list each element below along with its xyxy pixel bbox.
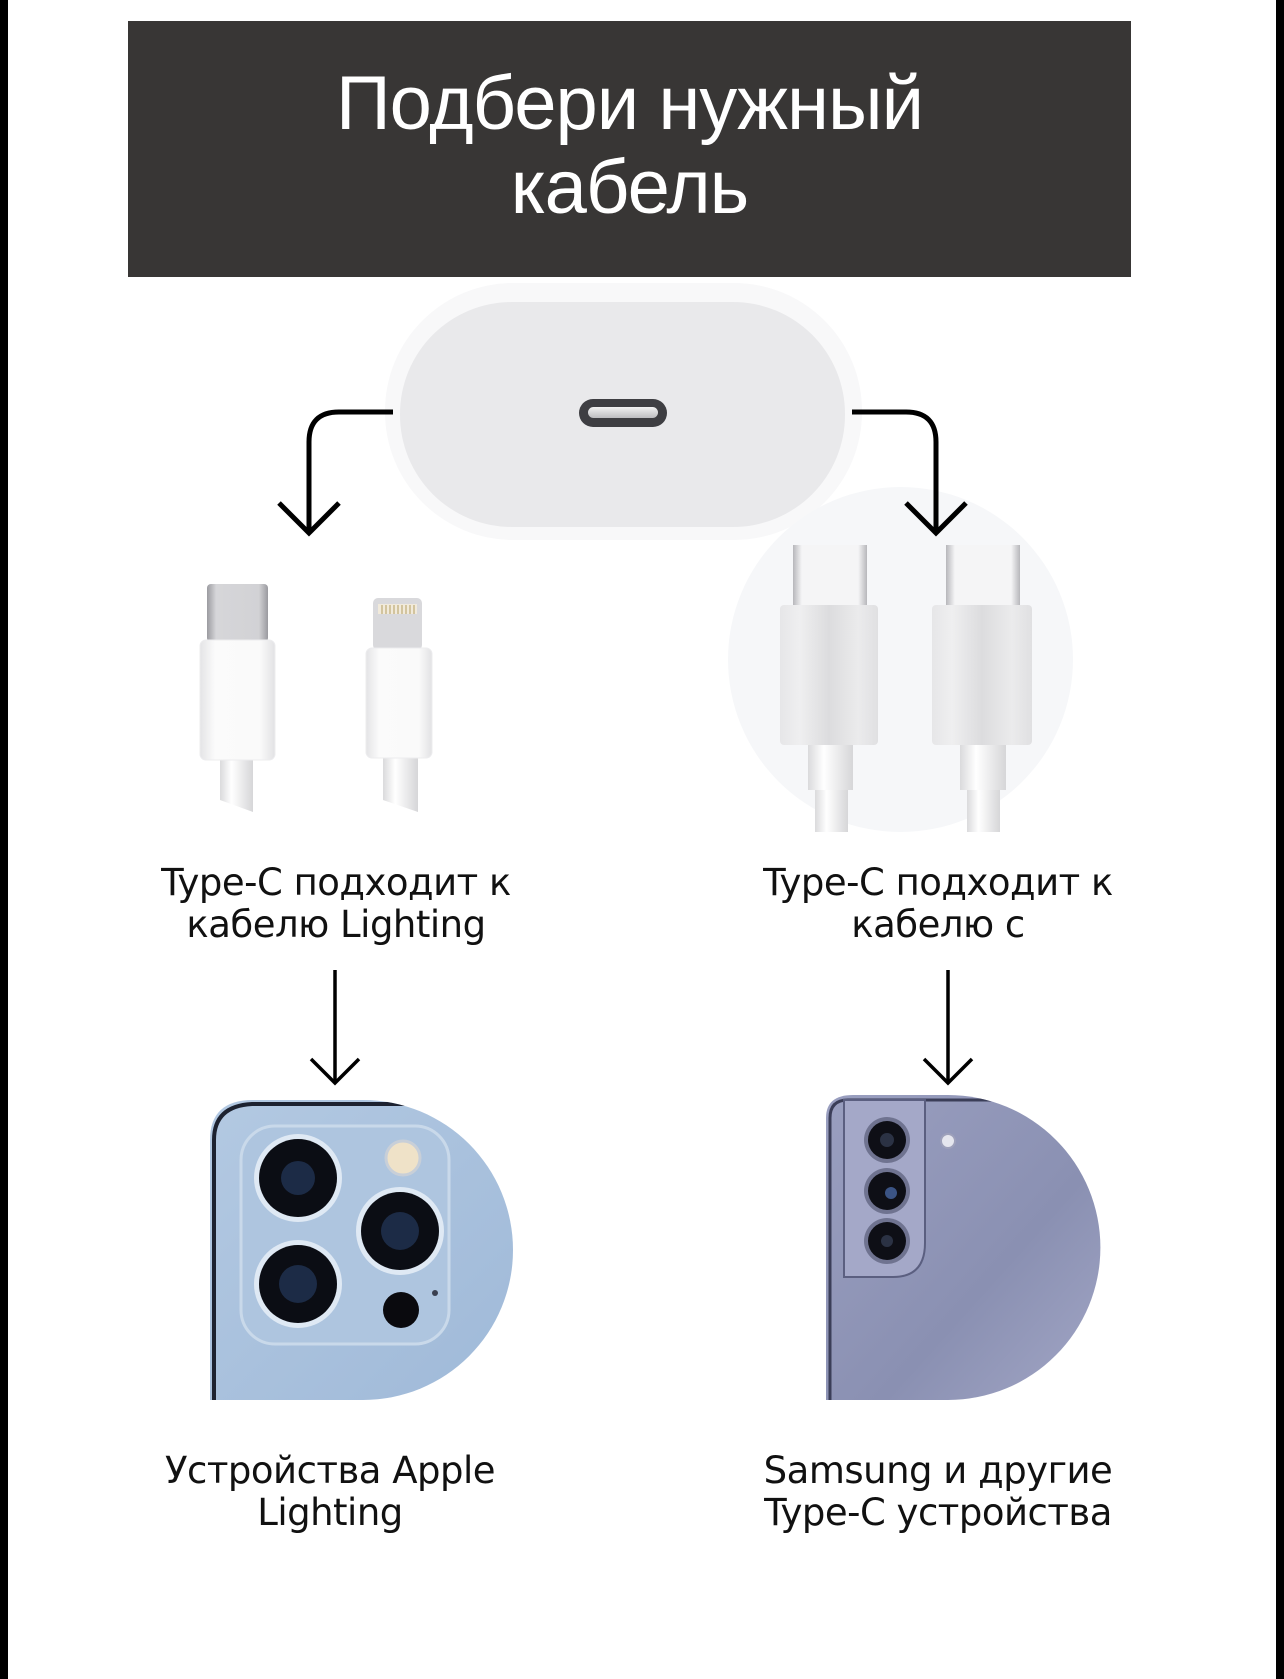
port-slot — [588, 407, 658, 418]
cable-circle-backdrop — [728, 487, 1073, 832]
lightning-cable-icon — [365, 598, 433, 820]
page-title: Подбери нужный кабель — [335, 61, 924, 230]
arrow-left-curved-icon — [277, 409, 393, 537]
usb-c-cable-icon — [199, 584, 276, 820]
usb-c-port-icon — [579, 399, 667, 427]
apple-devices-caption: Устройства Apple Lighting — [164, 1449, 496, 1534]
arrow-down-right-icon — [922, 970, 974, 1086]
left-cable-caption: Type-C подходит к кабелю Lighting — [161, 861, 511, 946]
type-c-devices-caption: Samsung и другие Type-C устройства — [763, 1449, 1113, 1534]
iphone-camera-icon — [210, 1100, 513, 1400]
right-cable-caption: Type-C подходит к кабелю с — [763, 861, 1113, 946]
arrow-down-left-icon — [309, 970, 361, 1086]
infographic-page: Подбери нужный кабель — [8, 0, 1276, 1679]
samsung-camera-icon — [826, 1095, 1101, 1400]
title-banner: Подбери нужный кабель — [128, 21, 1131, 277]
